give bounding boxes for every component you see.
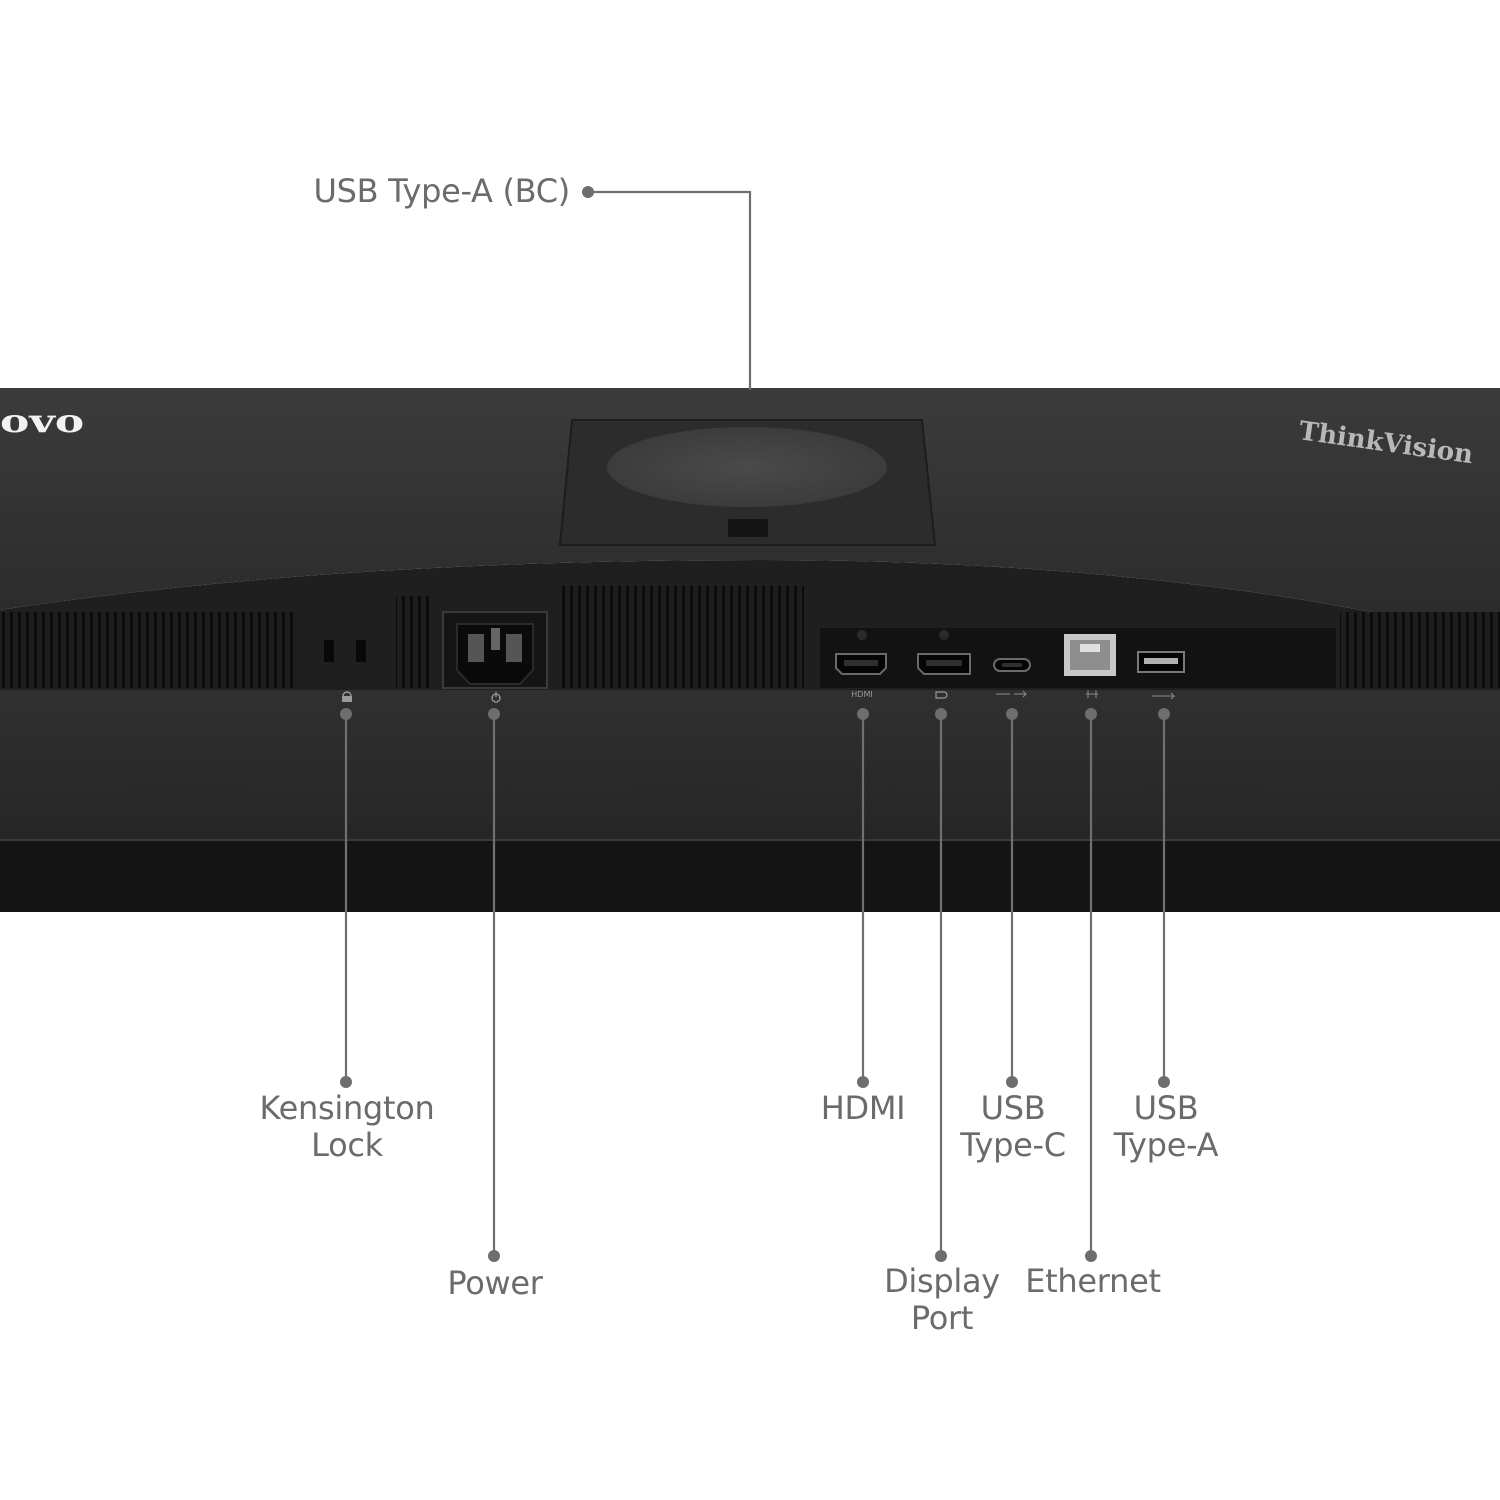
callout-power: Power xyxy=(410,1265,580,1302)
callout-usb-type-c: USB Type-C xyxy=(942,1090,1084,1164)
callout-text-line: Kensington xyxy=(259,1089,435,1127)
callout-text: Ethernet xyxy=(1025,1262,1161,1300)
vent-left xyxy=(0,612,298,688)
vent-mid xyxy=(562,586,804,688)
leader-dot xyxy=(857,1076,869,1088)
leader-dot xyxy=(935,1250,947,1262)
callout-text: Power xyxy=(447,1264,543,1302)
ethernet-port-icon xyxy=(1064,634,1116,698)
callout-text-line: USB xyxy=(980,1089,1046,1127)
leader-dots xyxy=(340,186,1170,1262)
callout-usb-type-a: USB Type-A xyxy=(1096,1090,1236,1164)
leader-dot xyxy=(488,1250,500,1262)
callout-text: HDMI xyxy=(820,1089,906,1127)
usb-c-port-icon xyxy=(993,658,1031,698)
callout-text-line: Type-A xyxy=(1113,1126,1219,1164)
leader-lines xyxy=(344,190,1166,1256)
leader-dot xyxy=(1085,1250,1097,1262)
monitor-chassis xyxy=(0,388,1500,912)
callout-display-port: Display Port xyxy=(862,1263,1022,1337)
vent-right xyxy=(1340,612,1500,688)
usb-a-port-icon xyxy=(1137,651,1185,700)
callout-text-line: Port xyxy=(910,1299,974,1337)
vesa-disc xyxy=(607,427,887,507)
hdmi-port-icon: HDMI xyxy=(835,630,887,699)
callout-usb-type-a-bc: USB Type-A (BC) xyxy=(250,172,571,210)
leader-dot xyxy=(340,708,352,720)
leader-dot xyxy=(1158,1076,1170,1088)
callout-kensington-lock: Kensington Lock xyxy=(232,1090,462,1164)
callout-text-line: USB xyxy=(1133,1089,1199,1127)
displayport-icon xyxy=(917,630,971,699)
vent-mid-left xyxy=(396,596,430,688)
kensington-lock-slot xyxy=(324,640,366,702)
lock-icon xyxy=(342,691,352,702)
leader-dot xyxy=(488,708,500,720)
leader-dot xyxy=(582,186,594,198)
callout-text-line: Type-C xyxy=(960,1126,1066,1164)
leader-dot xyxy=(1006,708,1018,720)
power-icon xyxy=(491,692,501,703)
leader-dot xyxy=(935,708,947,720)
hdmi-port-mark: HDMI xyxy=(851,690,872,699)
callout-hdmi: HDMI xyxy=(800,1090,926,1127)
callout-text: USB Type-A (BC) xyxy=(313,172,571,210)
callout-text-line: Display xyxy=(884,1262,1000,1300)
leader-usb-type-a-bc xyxy=(588,190,752,390)
leader-dot xyxy=(1006,1076,1018,1088)
leader-dot xyxy=(857,708,869,720)
callout-text-line: Lock xyxy=(311,1126,383,1164)
leader-dot xyxy=(1085,708,1097,720)
brand-logo: ovo xyxy=(0,403,84,440)
leader-dot xyxy=(340,1076,352,1088)
power-inlet xyxy=(442,611,548,703)
release-tab xyxy=(728,519,768,537)
leader-dot xyxy=(1158,708,1170,720)
callout-ethernet: Ethernet xyxy=(1010,1263,1176,1300)
